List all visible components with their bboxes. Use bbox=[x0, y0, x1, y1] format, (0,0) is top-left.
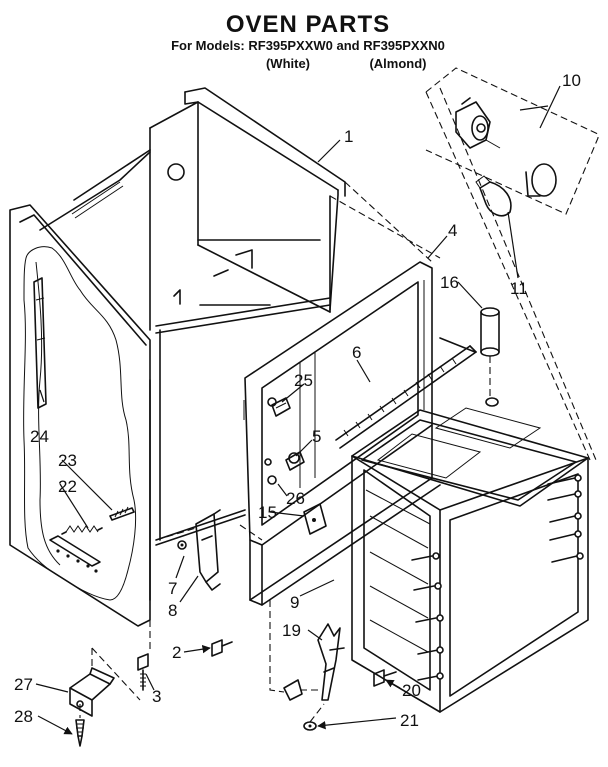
callout-8: 8 bbox=[168, 601, 177, 620]
callout-7: 7 bbox=[168, 579, 177, 598]
callout-3: 3 bbox=[152, 687, 161, 706]
variant-white: (White) bbox=[266, 56, 310, 71]
callout-23: 23 bbox=[58, 451, 77, 470]
oven-front-frame bbox=[243, 261, 441, 606]
callout-6: 6 bbox=[352, 343, 361, 362]
callout-27: 27 bbox=[14, 675, 33, 694]
callout-9: 9 bbox=[290, 593, 299, 612]
callout-20: 20 bbox=[402, 681, 421, 700]
bake-element bbox=[335, 337, 477, 449]
models-line: For Models: RF395PXXW0 and RF395PXXN0 bbox=[171, 38, 445, 53]
callout-19: 19 bbox=[282, 621, 301, 640]
callout-10: 10 bbox=[562, 71, 581, 90]
assembly-guidelines bbox=[155, 181, 441, 541]
callout-26: 26 bbox=[286, 489, 305, 508]
callout-16: 16 bbox=[440, 273, 459, 292]
callout-24: 24 bbox=[30, 427, 49, 446]
callout-25: 25 bbox=[294, 371, 313, 390]
callout-2: 2 bbox=[172, 643, 181, 662]
callout-4: 4 bbox=[448, 221, 457, 240]
callout-22: 22 bbox=[58, 477, 77, 496]
callout-leaders bbox=[35, 85, 561, 735]
rack-studs bbox=[547, 474, 584, 563]
callout-15: 15 bbox=[258, 503, 277, 522]
callout-11: 11 bbox=[510, 279, 528, 298]
callout-1: 1 bbox=[344, 127, 353, 146]
callout-labels: 1 2 3 4 5 6 7 8 9 10 11 15 16 19 20 21 2… bbox=[14, 71, 581, 730]
oven-liner bbox=[351, 397, 589, 713]
callout-28: 28 bbox=[14, 707, 33, 726]
hinge-assembly bbox=[269, 600, 397, 731]
door-bracket bbox=[177, 509, 221, 591]
page-title: OVEN PARTS bbox=[226, 11, 390, 38]
callout-21: 21 bbox=[400, 711, 419, 730]
light-assembly bbox=[425, 67, 599, 461]
variant-almond: (Almond) bbox=[369, 56, 426, 71]
front-rack-studs bbox=[411, 552, 444, 681]
oven-cabinet bbox=[39, 87, 346, 601]
leveling-bracket bbox=[69, 647, 141, 747]
screws bbox=[137, 620, 233, 691]
front-frame-panel bbox=[9, 204, 151, 627]
callout-5: 5 bbox=[312, 427, 321, 446]
vent-tube bbox=[480, 307, 500, 400]
